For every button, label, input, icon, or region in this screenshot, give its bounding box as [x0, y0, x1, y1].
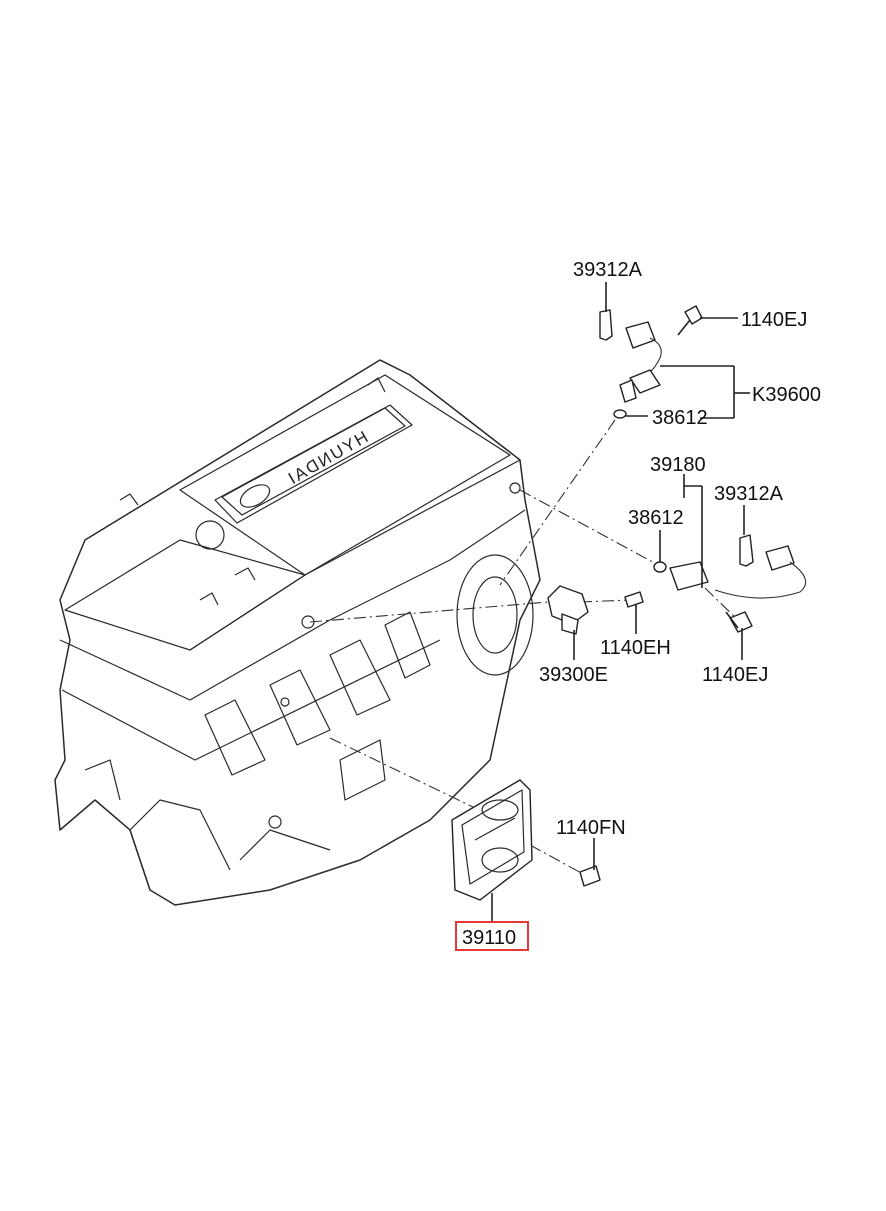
label-oring-top[interactable]: 38612	[652, 407, 708, 429]
leader-lines	[491, 282, 750, 922]
label-ecu[interactable]: 39110	[462, 927, 516, 949]
engine-illustration: HYUNDAI	[54, 359, 541, 906]
label-bolt-right[interactable]: 1140EJ	[702, 664, 768, 686]
label-clip-right[interactable]: 39312A	[714, 483, 784, 505]
label-bolt-top[interactable]: 1140EJ	[741, 309, 807, 331]
ecu-module[interactable]	[451, 779, 601, 901]
sensor-assembly-top[interactable]	[599, 305, 703, 419]
label-clip-top[interactable]: 39312A	[573, 259, 643, 281]
label-oring-right[interactable]: 38612	[628, 507, 684, 529]
assembly-lines	[309, 419, 741, 876]
label-bolt-ecu[interactable]: 1140FN	[556, 817, 626, 839]
label-sensor-assy-right[interactable]: 39180	[650, 454, 706, 476]
label-sensor-assy-top[interactable]: K39600	[752, 384, 821, 406]
map-sensor[interactable]	[547, 585, 644, 635]
part-labels: 39312A 1140EJ K39600 38612 39180 39312A …	[455, 259, 821, 951]
label-map-sensor[interactable]: 39300E	[539, 664, 608, 686]
sensor-assembly-right[interactable]	[653, 534, 807, 599]
label-bolt-map-sensor[interactable]: 1140EH	[600, 637, 671, 659]
bolt-right[interactable]	[725, 611, 753, 633]
ecu-highlight-box	[455, 921, 529, 951]
